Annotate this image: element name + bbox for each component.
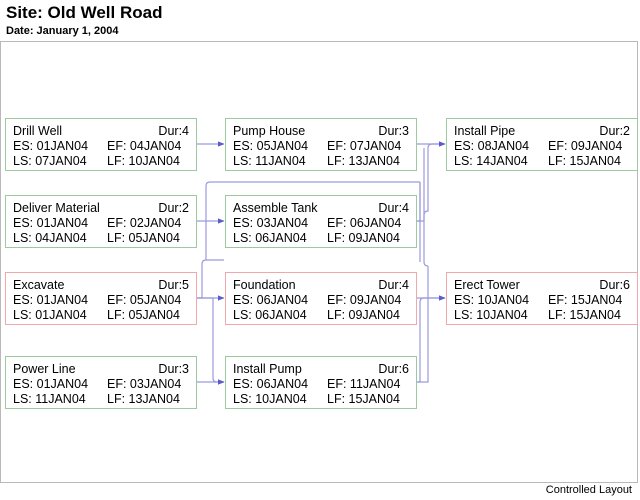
task-late-finish: LF: 13JAN04 bbox=[107, 392, 180, 406]
task-early-finish: EF: 05JAN04 bbox=[107, 293, 182, 307]
task-late-finish: LF: 05JAN04 bbox=[107, 231, 180, 245]
task-late-start: LS: 11JAN04 bbox=[13, 392, 86, 406]
task-late-start: LS: 07JAN04 bbox=[13, 154, 87, 168]
task-name: Foundation bbox=[233, 278, 296, 292]
task-early-finish: EF: 15JAN04 bbox=[548, 293, 623, 307]
edge-install-pump-to-erect-tower bbox=[417, 295, 446, 383]
task-early-start: ES: 03JAN04 bbox=[233, 216, 309, 230]
task-duration: Dur:6 bbox=[599, 278, 630, 292]
edge-excavate-to-install-pump bbox=[197, 297, 225, 385]
task-late-start: LS: 01JAN04 bbox=[13, 308, 87, 322]
task-early-finish: EF: 02JAN04 bbox=[107, 216, 182, 230]
task-early-start: ES: 06JAN04 bbox=[233, 377, 309, 391]
task-late-finish: LF: 10JAN04 bbox=[107, 154, 180, 168]
task-late-start: LS: 06JAN04 bbox=[233, 231, 307, 245]
task-late-start: LS: 10JAN04 bbox=[454, 308, 528, 322]
task-name: Deliver Material bbox=[13, 201, 100, 215]
edge-assemble-tank-to-install-pipe bbox=[417, 141, 446, 222]
task-duration: Dur:5 bbox=[158, 278, 189, 292]
task-early-start: ES: 10JAN04 bbox=[454, 293, 530, 307]
task-name: Install Pipe bbox=[454, 124, 516, 138]
task-early-finish: EF: 04JAN04 bbox=[107, 139, 182, 153]
task-duration: Dur:3 bbox=[378, 124, 409, 138]
task-name: Power Line bbox=[13, 362, 76, 376]
task-late-finish: LF: 09JAN04 bbox=[327, 231, 400, 245]
layout-mode-label: Controlled Layout bbox=[545, 484, 632, 496]
task-early-finish: EF: 07JAN04 bbox=[327, 139, 402, 153]
task-early-finish: EF: 06JAN04 bbox=[327, 216, 402, 230]
edge-install-pipe-column bbox=[423, 148, 429, 267]
task-name: Assemble Tank bbox=[233, 201, 318, 215]
task-duration: Dur:4 bbox=[158, 124, 189, 138]
task-late-start: LS: 04JAN04 bbox=[13, 231, 87, 245]
task-name: Excavate bbox=[13, 278, 65, 292]
page-title: Site: Old Well Road bbox=[6, 3, 163, 22]
task-name: Erect Tower bbox=[454, 278, 520, 292]
task-early-start: ES: 01JAN04 bbox=[13, 216, 89, 230]
task-late-finish: LF: 15JAN04 bbox=[327, 392, 400, 406]
task-name: Install Pump bbox=[233, 362, 302, 376]
task-duration: Dur:3 bbox=[158, 362, 189, 376]
task-late-finish: LF: 13JAN04 bbox=[327, 154, 400, 168]
task-early-start: ES: 05JAN04 bbox=[233, 139, 309, 153]
task-early-start: ES: 06JAN04 bbox=[233, 293, 309, 307]
task-late-start: LS: 06JAN04 bbox=[233, 308, 307, 322]
task-name: Drill Well bbox=[13, 124, 63, 138]
task-duration: Dur:6 bbox=[378, 362, 409, 376]
task-late-finish: LF: 05JAN04 bbox=[107, 308, 180, 322]
page-subtitle: Date: January 1, 2004 bbox=[6, 25, 119, 37]
edge-excavate-to-assemble-tank bbox=[197, 259, 224, 299]
task-early-finish: EF: 11JAN04 bbox=[327, 377, 401, 391]
task-early-start: ES: 08JAN04 bbox=[454, 139, 530, 153]
task-late-finish: LF: 09JAN04 bbox=[327, 308, 400, 322]
task-late-start: LS: 10JAN04 bbox=[233, 392, 307, 406]
task-duration: Dur:4 bbox=[378, 201, 409, 215]
task-early-finish: EF: 03JAN04 bbox=[107, 377, 182, 391]
diagram-frame bbox=[0, 41, 638, 483]
task-early-finish: EF: 09JAN04 bbox=[327, 293, 402, 307]
task-duration: Dur:2 bbox=[599, 124, 630, 138]
task-late-start: LS: 11JAN04 bbox=[233, 154, 306, 168]
task-duration: Dur:2 bbox=[158, 201, 189, 215]
task-late-start: LS: 14JAN04 bbox=[454, 154, 528, 168]
task-early-finish: EF: 09JAN04 bbox=[548, 139, 623, 153]
task-name: Pump House bbox=[233, 124, 306, 138]
task-duration: Dur:4 bbox=[378, 278, 409, 292]
task-early-start: ES: 01JAN04 bbox=[13, 377, 89, 391]
edge-install-pump-stub bbox=[417, 266, 429, 383]
edge-excavate-to-assemble-tank-riser bbox=[205, 181, 420, 260]
task-late-finish: LF: 15JAN04 bbox=[548, 154, 621, 168]
task-late-finish: LF: 15JAN04 bbox=[548, 308, 621, 322]
task-early-start: ES: 01JAN04 bbox=[13, 293, 89, 307]
task-early-start: ES: 01JAN04 bbox=[13, 139, 89, 153]
